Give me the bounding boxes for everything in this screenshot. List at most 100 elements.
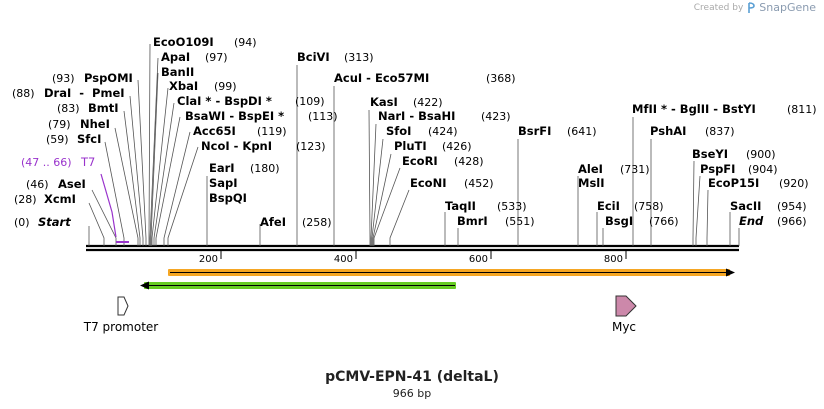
site-pos: (313) (344, 51, 374, 64)
site-name: NcoI - KpnI (201, 139, 272, 153)
site-pos: (113) (308, 110, 338, 123)
site-name: PspFI (700, 162, 735, 176)
site-name: SfoI (386, 124, 411, 138)
site-name: EcoO109I (153, 35, 214, 49)
site-name: AleI (578, 162, 603, 176)
site-pos: (180) (250, 162, 280, 175)
ruler: 200 400 600 800 (199, 251, 627, 265)
end-label: End (739, 214, 764, 228)
site-name: BmtI (88, 101, 119, 115)
site-name: AfeI (260, 215, 286, 229)
myc-arrow-icon (615, 295, 637, 317)
credit-prefix: Created by (693, 2, 744, 13)
site-name: MslI (578, 176, 605, 190)
site-pos: (551) (505, 215, 535, 228)
left-site-labels: (0) Start (28) XcmI (46) AseI (47 .. 66)… (12, 71, 133, 229)
site-pos: (83) (57, 102, 80, 115)
snapgene-logo-icon (748, 1, 756, 13)
site-name: EcoRI (402, 154, 438, 168)
site-name: BsaWI - BspEI * (185, 109, 284, 123)
feature-label: T7 promoter (83, 320, 159, 334)
site-name: BsgI (605, 214, 633, 228)
site-pos: (920) (779, 177, 809, 190)
site-name: BseYI (692, 147, 728, 161)
site-name: NheI (80, 117, 110, 131)
orf-orange[interactable] (168, 268, 735, 277)
ruler-label: 600 (469, 254, 488, 265)
site-name: SapI (209, 176, 238, 190)
site-pos: (758) (634, 200, 664, 213)
map-title: pCMV-EPN-41 (deltaL) (325, 369, 499, 385)
site-pos: (422) (413, 96, 443, 109)
site-name: PspOMI (84, 71, 133, 85)
site-pos: (59) (46, 133, 69, 146)
sequence-backbone (86, 244, 739, 252)
orf-green[interactable] (140, 281, 456, 290)
primer-range: (47 .. 66) (21, 156, 72, 169)
site-name: BsrFI (518, 124, 551, 138)
site-pos: (109) (295, 95, 325, 108)
site-name: AseI (58, 177, 86, 191)
sequence-length: 966 bp (392, 387, 432, 400)
site-name: EciI (597, 199, 620, 213)
site-pos: (837) (705, 125, 735, 138)
site-pos: (79) (48, 118, 71, 131)
site-pos: (766) (649, 215, 679, 228)
site-name: PluTI (394, 139, 427, 153)
site-name: XcmI (44, 192, 76, 206)
site-name: EarI (209, 161, 235, 175)
ruler-label: 800 (604, 254, 623, 265)
primer-label: T7 (80, 155, 95, 169)
site-pos: (88) (12, 87, 35, 100)
site-name: EcoP15I (708, 176, 759, 190)
site-name: NarI - BsaHI (378, 109, 455, 123)
site-leaders (88, 43, 740, 246)
site-name: BspQI (209, 191, 247, 205)
credit: Created by SnapGene (694, 1, 816, 14)
site-pos: (93) (52, 72, 75, 85)
site-pos: (426) (442, 140, 472, 153)
feature-label: Myc (612, 320, 636, 334)
start-pos: (0) (14, 216, 30, 229)
site-pos: (731) (620, 163, 650, 176)
site-name: AcuI - Eco57MI (334, 71, 429, 85)
site-pos: (423) (481, 110, 511, 123)
site-pos: (452) (464, 177, 494, 190)
site-pos: (94) (234, 36, 257, 49)
primer-t7[interactable] (100, 173, 129, 243)
site-name: BanII (161, 65, 194, 79)
site-pos: (533) (497, 200, 527, 213)
site-pos: (428) (454, 155, 484, 168)
site-pos: (97) (205, 51, 228, 64)
site-pos: (119) (257, 125, 287, 138)
site-pos: (954) (777, 200, 807, 213)
site-pos: (28) (14, 193, 37, 206)
feature-myc[interactable]: Myc (612, 295, 637, 334)
site-pos: (811) (787, 103, 817, 116)
site-pos: (258) (302, 216, 332, 229)
site-name: BciVI (297, 50, 330, 64)
site-name: BmrI (457, 214, 488, 228)
ruler-label: 200 (199, 254, 218, 265)
t7-promoter-arrow-icon (117, 296, 129, 316)
site-name: PshAI (650, 124, 686, 138)
site-name: SfcI (77, 132, 101, 146)
feature-t7-promoter[interactable]: T7 promoter (83, 296, 159, 334)
site-name: KasI (370, 95, 398, 109)
site-name: SacII (730, 199, 761, 213)
end-pos: (966) (777, 215, 807, 228)
site-name: EcoNI (410, 176, 446, 190)
site-name: ApaI (161, 50, 190, 64)
credit-brand: SnapGene (759, 1, 816, 14)
site-pos: (641) (567, 125, 597, 138)
site-pos: (904) (748, 163, 778, 176)
site-pos: (123) (296, 140, 326, 153)
site-name: XbaI (169, 79, 198, 93)
site-pos: (424) (428, 125, 458, 138)
site-pos: (46) (26, 178, 49, 191)
site-name: TaqII (445, 199, 476, 213)
site-pos: (368) (486, 72, 516, 85)
site-pos: (99) (214, 80, 237, 93)
site-name: ClaI * - BspDI * (177, 94, 272, 108)
